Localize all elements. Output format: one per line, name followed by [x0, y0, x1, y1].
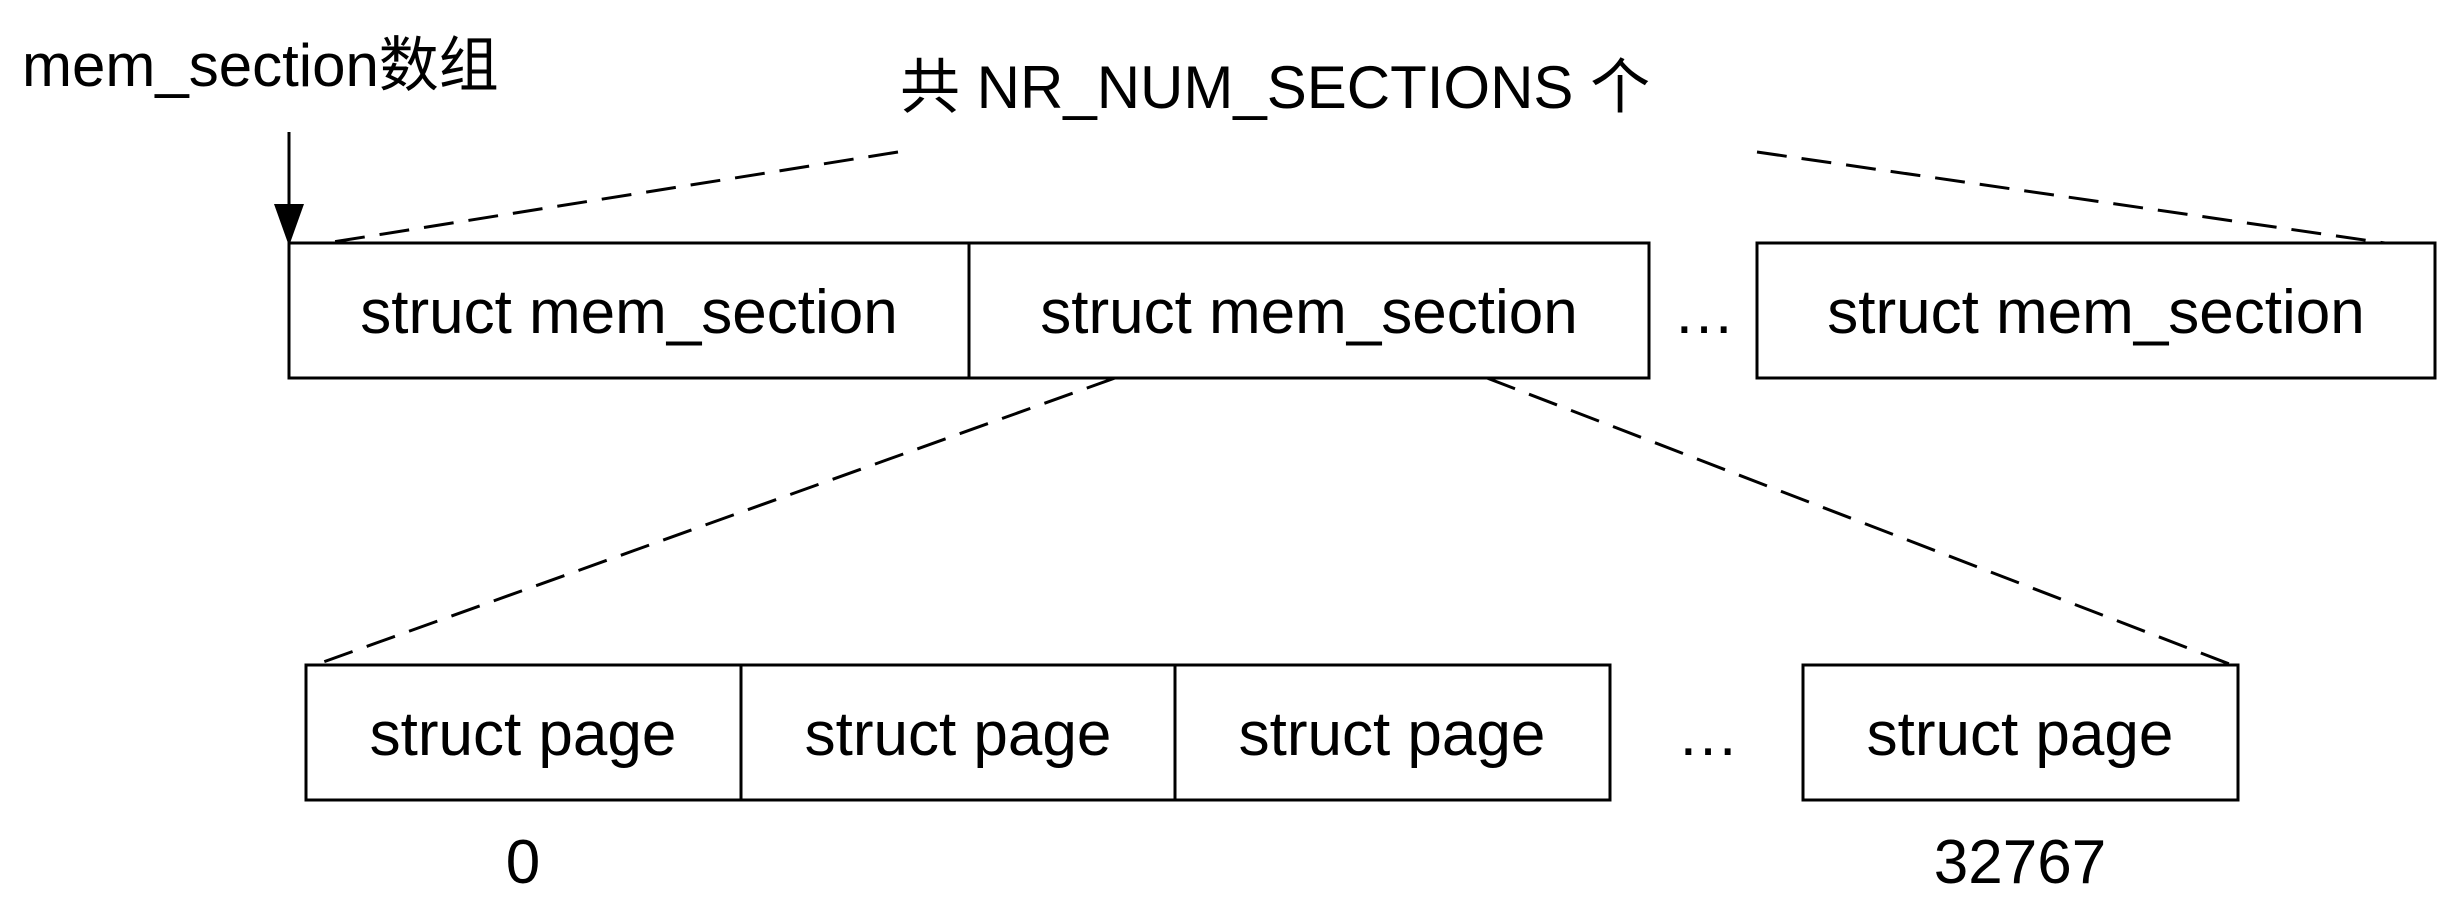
array-pointer-arrow-head	[274, 204, 304, 246]
mem-section-cell-last-label: struct mem_section	[1827, 278, 2365, 347]
mem-section-cell-0-label: struct mem_section	[360, 278, 898, 347]
expand-left-line	[314, 376, 1116, 667]
count-brace-left-line	[288, 150, 899, 251]
page-cell-0-label: struct page	[370, 700, 677, 769]
mem-section-cell-1	[967, 241, 1651, 380]
mem-section-cell-last	[1755, 241, 2437, 380]
section-count-label: 共 NR_NUM_SECTIONS 个	[900, 54, 1650, 121]
page-index-first: 0	[506, 828, 540, 897]
page-cell-2-label: struct page	[1239, 700, 1546, 769]
count-brace-right-line	[1756, 150, 2386, 245]
page-index-last: 32767	[1934, 828, 2106, 897]
page-cell-last	[1801, 663, 2240, 802]
mem-section-ellipsis: …	[1673, 278, 1735, 347]
expand-right-line	[1486, 376, 2233, 667]
page-cell-2	[1173, 663, 1612, 802]
page-ellipsis: …	[1677, 700, 1739, 769]
page-cell-1-label: struct page	[805, 700, 1112, 769]
mem-section-array-label: mem_section数组	[22, 32, 499, 99]
page-cell-last-label: struct page	[1867, 700, 2174, 769]
mem-section-cell-1-label: struct mem_section	[1040, 278, 1578, 347]
